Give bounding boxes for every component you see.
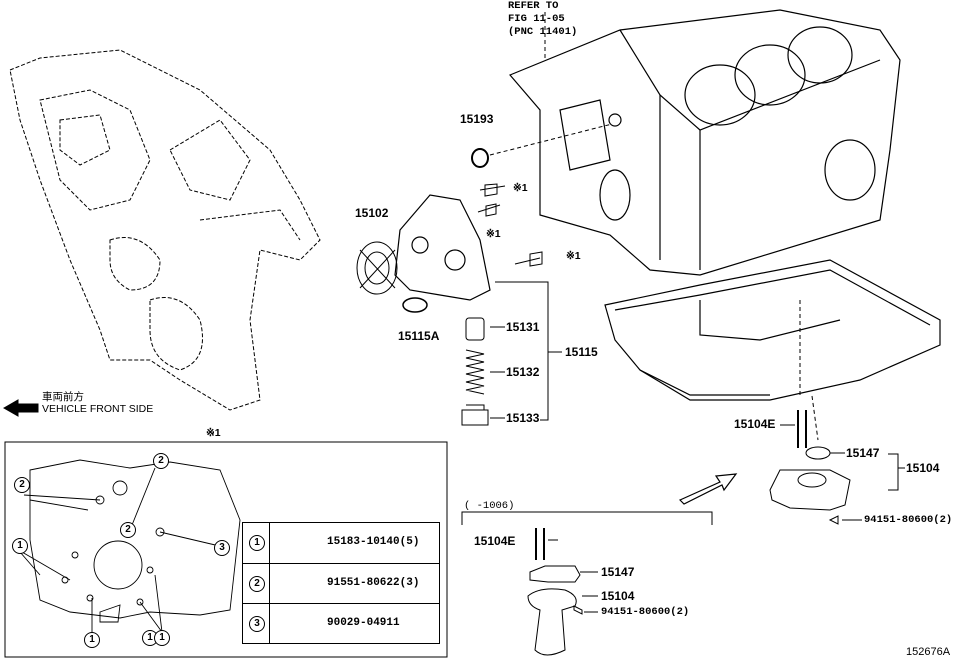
bolt-legend-table: 1 15183-10140(5) 2 91551-80622(3) 3 9002… [242, 522, 440, 644]
legend-row: 3 90029-04911 [243, 603, 439, 644]
legend-divider [269, 523, 270, 563]
strainer-set-upper-drawing [769, 410, 851, 525]
legend-divider [269, 604, 270, 644]
part-label-15132[interactable]: 15132 [506, 365, 540, 379]
o-ring-15115A [402, 297, 428, 313]
direction-arrow-drawing [678, 473, 738, 505]
detail-callout-3: 3 [214, 540, 230, 556]
strainer-set-lower-drawing [461, 511, 713, 656]
detail-callout-2b: 2 [14, 477, 30, 493]
legend-part-code[interactable]: 90029-04911 [327, 617, 400, 629]
part-label-15115A[interactable]: 15115A [398, 329, 440, 343]
detail-callout-2a: 2 [153, 453, 169, 469]
part-label-15104E-upper[interactable]: 15104E [734, 417, 776, 431]
part-label-15133[interactable]: 15133 [506, 411, 540, 425]
oil-seal-15193 [471, 148, 489, 168]
front-label-jp: 車両前方 [42, 391, 84, 403]
part-label-94151-upper[interactable]: 94151-80600(2) [864, 514, 953, 526]
legend-row: 1 15183-10140(5) [243, 523, 439, 563]
date-range: ( -1006) [464, 500, 515, 512]
legend-number: 1 [249, 535, 265, 551]
note-mark-2: ※1 [486, 228, 501, 240]
figure-id: 152676A [906, 646, 951, 658]
part-label-15147-upper[interactable]: 15147 [846, 446, 880, 460]
note-mark-detail: ※1 [206, 427, 221, 439]
legend-part-code[interactable]: 15183-10140(5) [327, 536, 420, 548]
relief-plug-15133 [461, 404, 489, 426]
part-label-15131[interactable]: 15131 [506, 320, 540, 334]
part-label-94151-lower[interactable]: 94151-80600(2) [601, 606, 690, 618]
detail-callout-2c: 2 [120, 522, 136, 538]
legend-number: 2 [249, 576, 265, 592]
detail-callout-1b: 1 [84, 632, 100, 648]
front-arrow-icon [2, 399, 39, 417]
legend-divider [269, 564, 270, 604]
refer-line2: FIG 11-05 [508, 13, 565, 25]
legend-part-code[interactable]: 91551-80622(3) [327, 577, 420, 589]
cylinder-block-drawing [509, 9, 901, 276]
oil-pump-rotor-drawing [356, 241, 398, 295]
legend-number: 3 [249, 616, 265, 632]
bracket-15115 [495, 281, 549, 421]
detail-cover-drawing [19, 459, 241, 633]
front-label-en: VEHICLE FRONT SIDE [42, 403, 154, 415]
part-label-15104-upper[interactable]: 15104 [906, 461, 940, 475]
detail-callout-1d: 1 [154, 630, 170, 646]
oil-pan-drawing [604, 259, 941, 401]
relief-valve-15131 [465, 317, 485, 341]
legend-row: 2 91551-80622(3) [243, 563, 439, 604]
note-mark-1: ※1 [513, 182, 528, 194]
oil-pump-body-drawing [394, 194, 491, 301]
refer-line1: REFER TO [508, 0, 559, 12]
part-label-15104E-lower[interactable]: 15104E [474, 534, 516, 548]
part-label-15102[interactable]: 15102 [355, 206, 389, 220]
part-label-15147-lower[interactable]: 15147 [601, 565, 635, 579]
refer-line3[interactable]: (PNC 11401) [508, 26, 578, 38]
relief-spring-15132 [465, 349, 485, 395]
pump-bolts-drawing [477, 183, 543, 267]
part-label-15115[interactable]: 15115 [565, 345, 598, 359]
part-label-15104-lower[interactable]: 15104 [601, 589, 635, 603]
note-mark-3: ※1 [566, 250, 581, 262]
part-label-15193[interactable]: 15193 [460, 112, 494, 126]
detail-callout-1a: 1 [12, 538, 28, 554]
detail-box [4, 441, 448, 658]
timing-cover-drawing [9, 49, 321, 411]
